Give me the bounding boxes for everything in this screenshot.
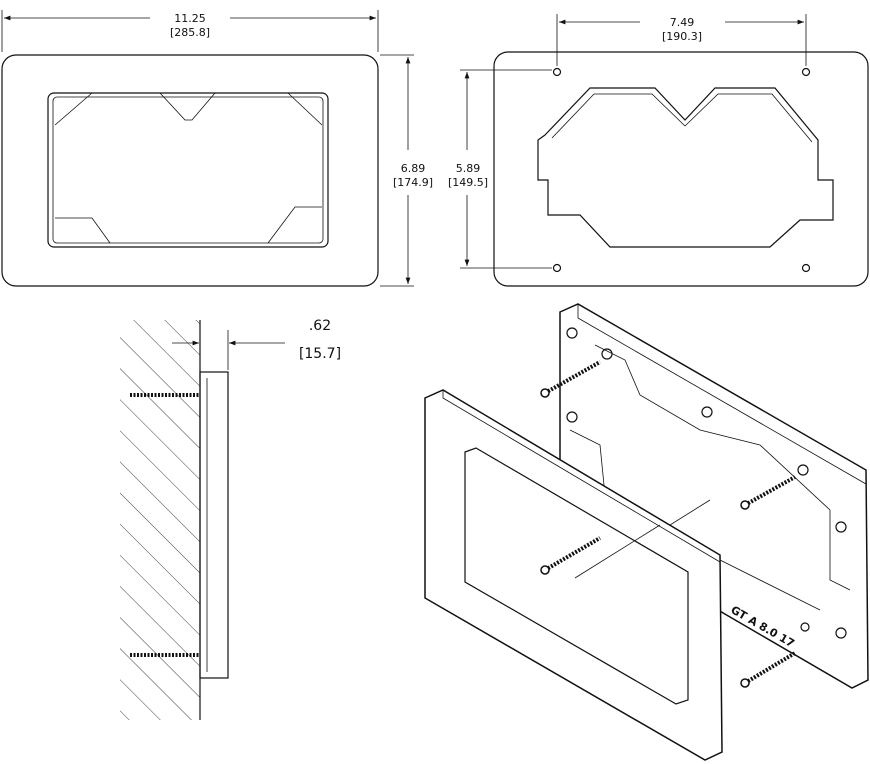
depth-dimension: .62 xyxy=(309,318,331,334)
mount-hole xyxy=(552,67,562,77)
frame-cutout xyxy=(537,87,834,248)
depth-dimension-mm: [15.7] xyxy=(299,346,341,362)
wall-hatch xyxy=(120,320,200,720)
hole-spacing-dimension-mm: [190.3] xyxy=(662,30,702,43)
hole-vertical-dimension-mm: [149.5] xyxy=(448,176,488,189)
height-dimension-mm: [174.9] xyxy=(393,176,433,189)
height-dimension: 6.89 xyxy=(401,162,426,175)
screw xyxy=(540,536,602,575)
frame-outline xyxy=(493,51,869,287)
mount-hole xyxy=(801,263,811,273)
side-view: .62 [15.7] xyxy=(120,318,341,720)
mount-hole xyxy=(801,67,811,77)
screw xyxy=(740,651,797,688)
isometric-view: GT A 8.0 17 xyxy=(424,303,869,761)
hole-vertical-dimension: 5.89 xyxy=(456,162,481,175)
screw xyxy=(740,475,796,510)
mount-hole xyxy=(552,263,562,273)
front-view: 11.25 [285.8] 6.89 [174.9] xyxy=(1,10,433,287)
width-dimension-mm: [285.8] xyxy=(170,26,210,39)
bezel-opening xyxy=(464,447,689,705)
back-view: 7.49 [190.3] 5.89 [149.5] xyxy=(448,14,869,287)
hole-spacing-dimension: 7.49 xyxy=(670,16,695,29)
bezel-outline xyxy=(1,54,379,287)
bezel-opening xyxy=(47,92,329,248)
width-dimension: 11.25 xyxy=(174,12,206,25)
side-profile xyxy=(199,371,229,679)
screw xyxy=(540,360,601,398)
